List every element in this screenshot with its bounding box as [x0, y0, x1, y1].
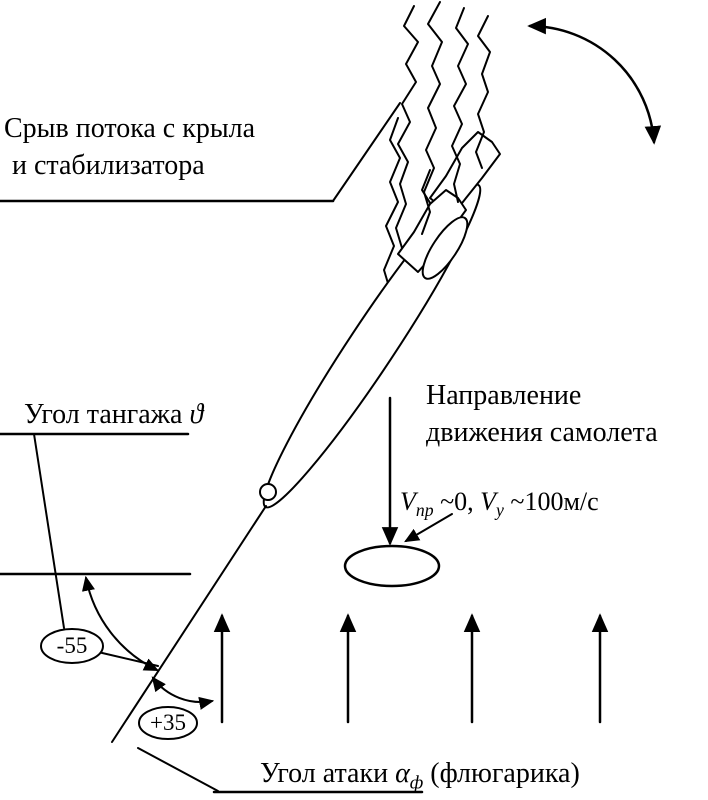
velocity-subscript-1: пр [415, 500, 434, 521]
label-angle-of-attack: Угол атаки αф (флюгарика) [260, 755, 580, 800]
pitch-angle-arc [81, 575, 160, 671]
label-velocity-values: Vпр ~0, Vу ~100м/с [400, 486, 599, 526]
oscillation-double-arrow [527, 17, 662, 145]
flow-separation-zigzag-2 [421, 1, 443, 235]
velocity-value-2: ~100м/с [503, 487, 599, 516]
alpha-subscript: ф [409, 772, 424, 794]
nose-vane-circle [259, 483, 277, 501]
flow-separation-zigzag-1 [395, 5, 419, 249]
label-movement-direction: Направление движения самолета [426, 377, 658, 451]
theta-symbol: ϑ [189, 399, 204, 430]
flow-separation-zigzag-5 [381, 117, 401, 315]
label-flow-separation-line2: и стабилизатора [12, 150, 205, 181]
velocity-symbol-1: V [400, 487, 416, 516]
velocity-subscript-2: у [496, 500, 504, 521]
flow-separation-zigzag-4 [475, 15, 491, 169]
label-pitch-angle: Угол тангажа ϑ [24, 396, 203, 433]
label-flow-separation-line1: Срыв потока с крыла [4, 113, 256, 144]
pitch-label-text: Угол тангажа [24, 399, 190, 430]
velocity-pointer-arrow [404, 513, 453, 543]
aoa-value: +35 [150, 710, 186, 735]
velocity-value-1: ~0, [433, 487, 481, 516]
velocity-symbol-2: V [480, 487, 497, 516]
separation-leader-line [332, 102, 401, 202]
alpha-symbol: α [395, 758, 410, 789]
pitch-value-ellipse [40, 628, 104, 664]
attack-label-suffix: (флюгарика) [423, 758, 580, 789]
aoa-angle-arc [151, 676, 215, 710]
pitch-value: -55 [56, 633, 88, 658]
attack-label-prefix: Угол атаки [260, 758, 396, 789]
label-movement-direction-line2: движения самолета [426, 417, 658, 448]
attack-leader-line [137, 747, 219, 792]
aoa-value-ellipse [138, 706, 198, 740]
flow-separation-zigzag-3 [451, 7, 469, 203]
pitch-leader-line-2 [97, 651, 159, 667]
label-flow-separation: Срыв потока с крыла и стабилизатора [4, 110, 255, 184]
label-movement-direction-line1: Направление [426, 380, 582, 411]
aircraft-canopy [421, 216, 469, 280]
descent-target-ellipse [343, 544, 441, 588]
pitch-leader-line [33, 433, 65, 629]
aircraft-axis-line [111, 505, 267, 743]
